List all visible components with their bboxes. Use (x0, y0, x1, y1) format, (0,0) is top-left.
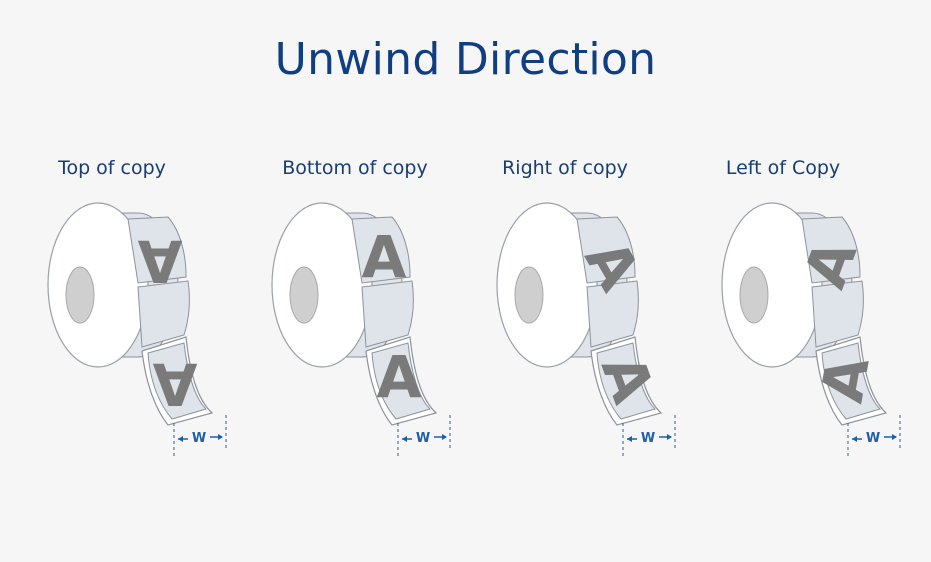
letter-a-on-web: A (377, 343, 422, 411)
roll-body (47, 202, 214, 426)
roll-body (271, 202, 438, 426)
roll-diagram-top: A A W (47, 202, 227, 457)
roll-diagram-bottom: A A W (271, 202, 451, 457)
roll-diagram-right: A A W (496, 202, 676, 457)
roll-label-top: Top of copy (58, 157, 166, 179)
width-dimension-marker: W (173, 415, 227, 457)
width-label: W (866, 431, 880, 446)
width-label: W (641, 431, 655, 446)
roll-body (721, 202, 888, 426)
roll-label-right: Right of copy (502, 157, 628, 179)
letter-a-on-web: A (808, 351, 883, 407)
letter-a-on-web: A (152, 350, 197, 418)
width-dimension-marker: W (397, 415, 451, 457)
letter-a-on-roll: A (362, 223, 407, 291)
roll-label-left: Left of Copy (725, 157, 841, 179)
roll-diagram-left: A A W (721, 202, 901, 457)
roll-label-bottom: Bottom of copy (282, 157, 428, 179)
width-dimension-marker: W (622, 415, 676, 457)
width-dimension-marker: W (847, 415, 901, 457)
letter-a-on-roll: A (137, 227, 182, 295)
page-title: Unwind Direction (274, 34, 657, 85)
roll-body (496, 202, 663, 426)
width-label: W (416, 431, 430, 446)
width-label: W (192, 431, 206, 446)
